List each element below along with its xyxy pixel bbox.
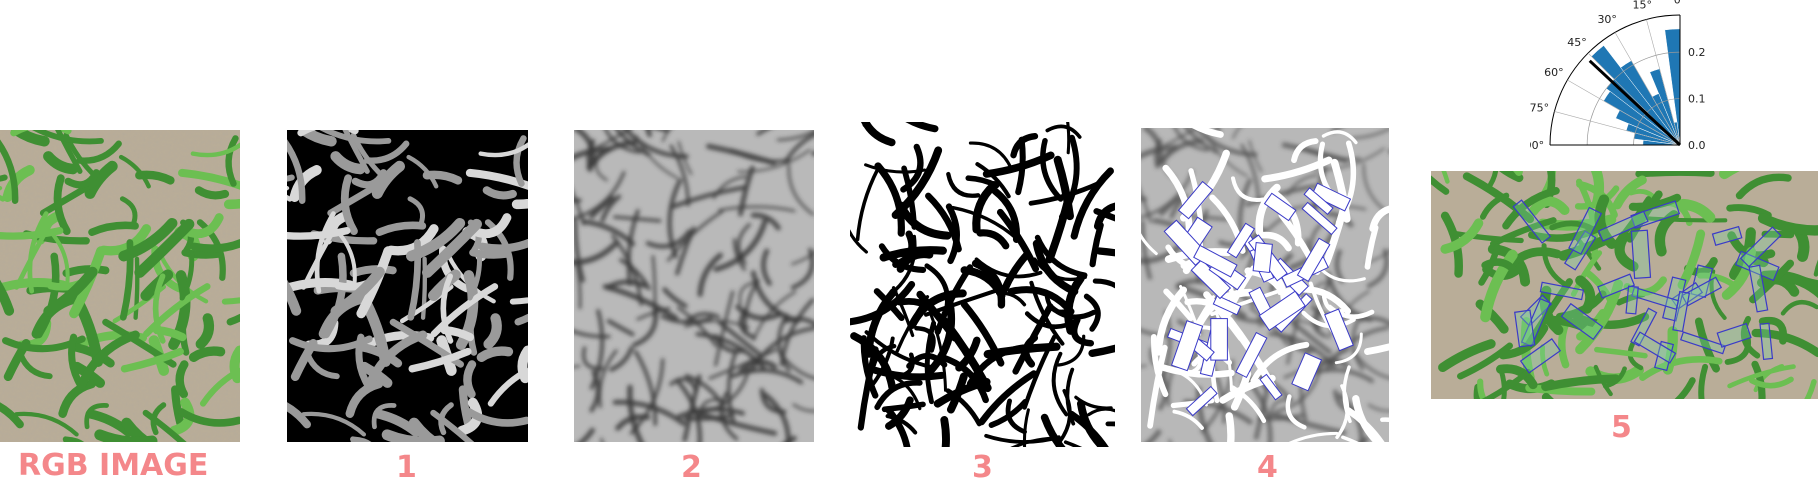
orientation-polar-chart: 0° 15° 30° 45° 60° 75° 90° 0.0 0.1 0.2: [1530, 0, 1730, 164]
step4-detection-panel: [1141, 128, 1389, 442]
polar-angle-tick: 75°: [1530, 101, 1549, 114]
leaf-stroke: [1639, 172, 1711, 174]
polar-chart-svg: 0° 15° 30° 45° 60° 75° 90° 0.0 0.1 0.2: [1530, 0, 1730, 160]
binary-mask-image: [850, 122, 1115, 447]
leaf-stroke: [1529, 388, 1591, 392]
rgb-image-panel: [0, 130, 240, 442]
polar-angle-tick: 15°: [1633, 0, 1653, 11]
filtered-image: [574, 130, 814, 442]
blob-stroke: [1068, 122, 1069, 152]
caption-rgb-image: RGB IMAGE: [18, 448, 208, 483]
step2-filtered-panel: [574, 130, 814, 442]
polar-radial-tick: 0.2: [1688, 46, 1706, 59]
result-image: [1431, 171, 1818, 399]
caption-step-1: 1: [396, 450, 417, 485]
leaf-stroke: [234, 351, 239, 379]
polar-angle-tick: 0°: [1674, 0, 1687, 6]
caption-step-4: 4: [1257, 450, 1278, 485]
detection-box: [1253, 243, 1272, 273]
caption-step-2: 2: [681, 450, 702, 485]
polar-radial-tick: 0.1: [1688, 93, 1706, 106]
polar-angle-tick: 90°: [1530, 139, 1544, 152]
polar-angle-tick: 30°: [1597, 13, 1617, 26]
leaf-stroke: [522, 351, 527, 379]
rgb-image: [0, 130, 240, 442]
polar-angle-tick: 45°: [1567, 36, 1587, 49]
polar-radial-tick: 0.0: [1688, 139, 1706, 152]
leaf-stroke: [180, 364, 185, 394]
step5-result-panel: [1431, 171, 1818, 399]
detection-box: [1626, 286, 1638, 314]
detection-overlay-image: [1141, 128, 1389, 442]
polar-angle-tick: 60°: [1544, 66, 1564, 79]
step3-binary-panel: [850, 122, 1115, 447]
grayscale-image: [287, 130, 528, 442]
leaf-stroke: [467, 364, 472, 394]
step1-grayscale-panel: [287, 130, 528, 442]
caption-step-3: 3: [972, 450, 993, 485]
detection-box: [1631, 230, 1650, 278]
caption-step-5: 5: [1611, 410, 1632, 445]
